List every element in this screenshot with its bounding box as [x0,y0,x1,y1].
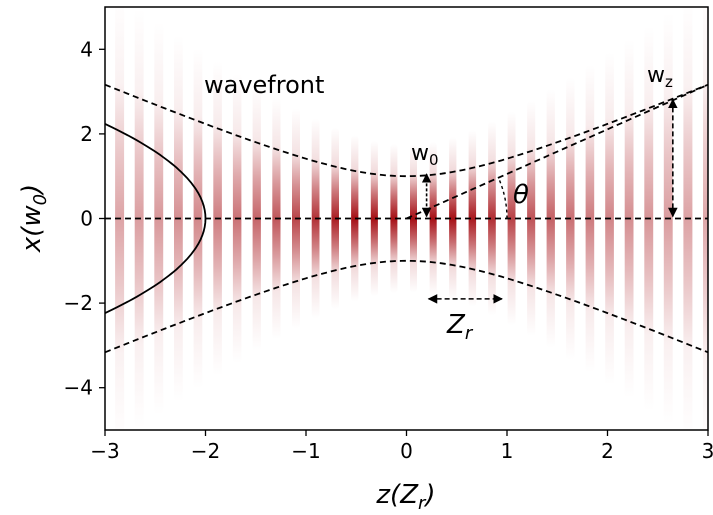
zr-label-base: Z [446,310,466,340]
x-tick-label: 1 [501,439,514,463]
beam-annotations [105,83,708,354]
wz-label-base: w [647,63,665,88]
beam-fringe [488,121,496,316]
beam-fringe [410,144,417,293]
beam-fringe [390,143,398,294]
beam-fringe [370,140,378,297]
zr-label: Zr [446,310,474,344]
wavefront-label: wavefront [204,71,324,99]
theta-arc [497,177,508,219]
x-tick-label: 3 [702,439,713,463]
y-tick-label: 2 [80,122,93,146]
x-tick-label: 0 [400,439,413,463]
y-tick-label: −4 [64,376,93,400]
axis-ticks: −3 −2 −1 0 1 2 3 4 2 0 −2 −4 [64,37,713,463]
lower-envelope [105,259,708,354]
wz-label: wz [647,63,673,91]
divergence-line [406,83,708,220]
w0-label-sub: 0 [429,151,439,169]
x-tick-label: −1 [291,439,320,463]
x-tick-label: −2 [191,439,220,463]
wz-label-sub: z [665,73,673,91]
y-axis-title: x(w0) [17,184,51,253]
beam-fringe [468,130,477,307]
beam-fringe [449,137,457,300]
x-tick-label: −3 [90,439,119,463]
y-tick-label: 4 [80,37,93,61]
beam-fringe [351,135,359,302]
beam-fringe [507,111,516,326]
y-tick-label: −2 [64,291,93,315]
theta-label: θ [513,180,529,210]
upper-envelope [105,83,708,178]
y-tick-label: 0 [80,207,93,231]
beam-fringe [527,100,536,337]
w0-label: w0 [411,141,439,169]
beam-fringe [115,7,125,430]
beam-intensity-field [115,7,708,430]
w0-label-base: w [411,141,429,166]
wavefront-arc [105,122,207,315]
x-tick-label: 2 [601,439,614,463]
zr-label-sub: r [465,323,474,344]
x-axis-title: z(Zr) [375,480,435,514]
